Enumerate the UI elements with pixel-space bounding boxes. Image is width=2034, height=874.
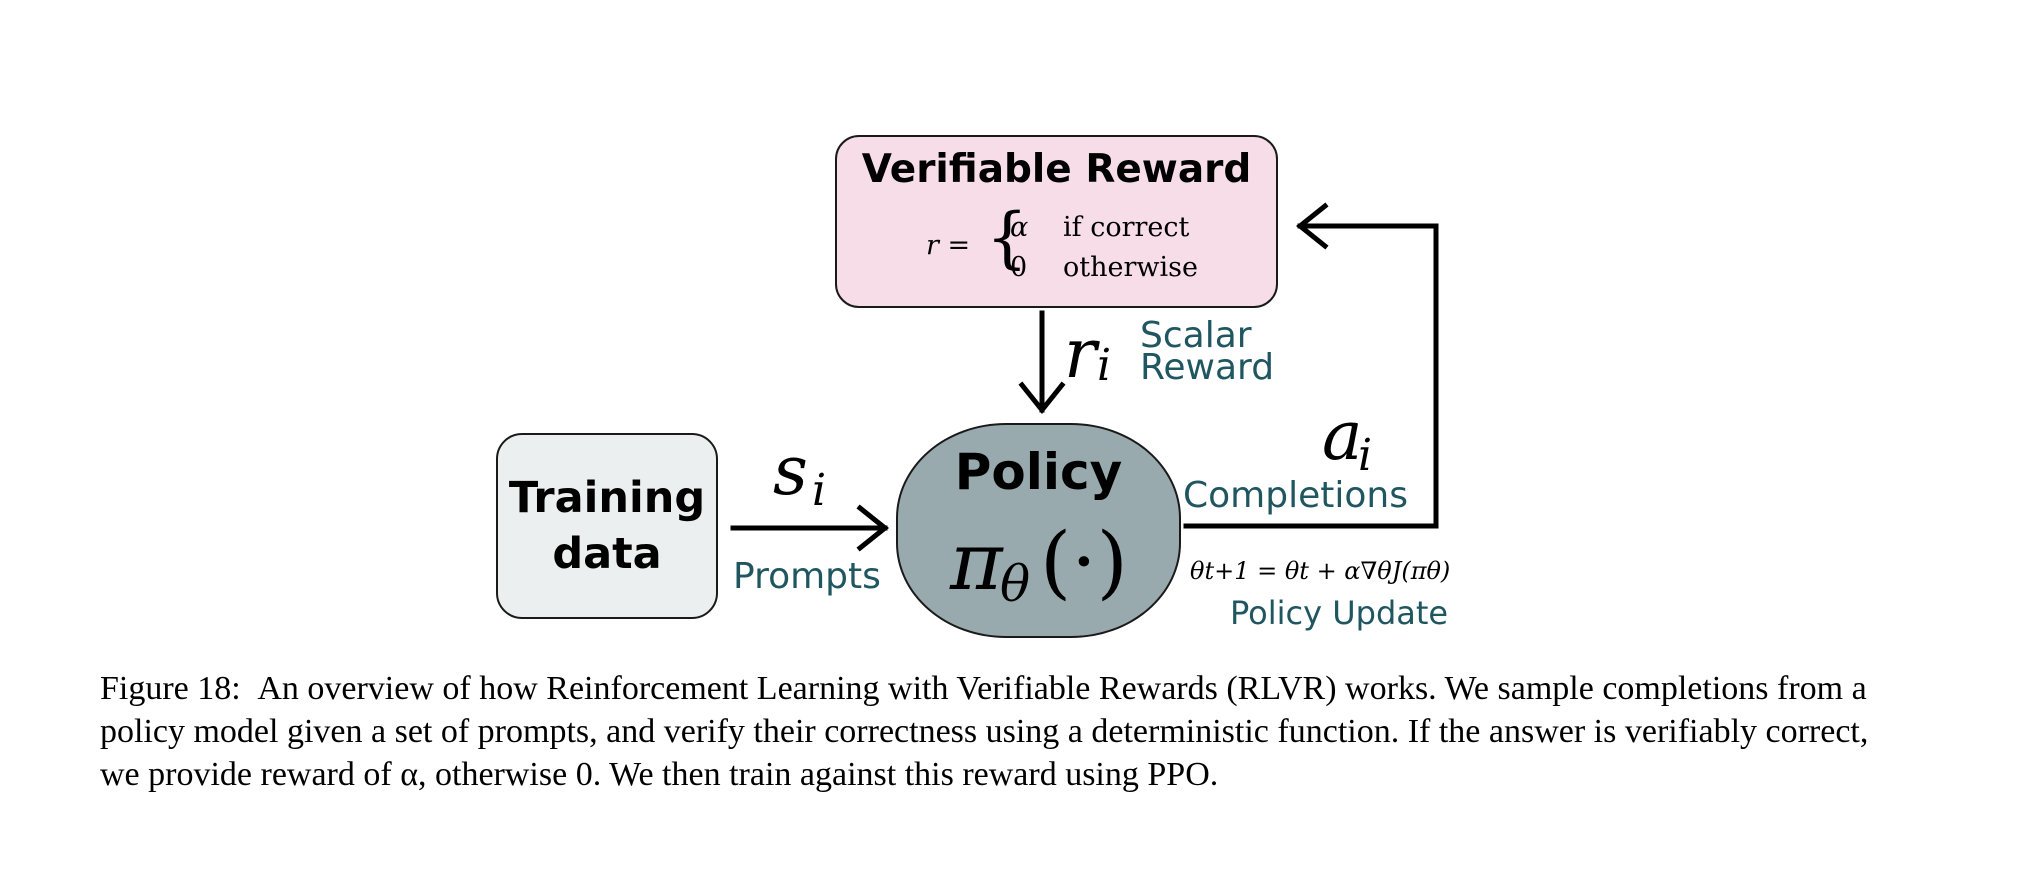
reward-subscript: i xyxy=(1097,340,1112,391)
reward-case-correct-condition: if correct xyxy=(1063,212,1190,243)
policy-argument: (·) xyxy=(1040,515,1128,608)
scalar-reward-label: Scalar Reward xyxy=(1140,315,1275,388)
figure-caption-text: An overview of how Reinforcement Learnin… xyxy=(100,670,1869,793)
prompt-subscript: i xyxy=(812,465,827,516)
training-data-box xyxy=(496,433,718,619)
prompt-arrow xyxy=(730,504,890,552)
policy-symbol: π xyxy=(950,515,1003,608)
reward-formula-brace: { xyxy=(986,199,1028,276)
completion-symbol: a xyxy=(1322,397,1363,476)
verifiable-reward-box xyxy=(835,135,1278,308)
policy-update-equation: θt+1 = θt + α∇θJ(πθ) xyxy=(1190,557,1451,585)
completions-label: Completions xyxy=(1183,475,1408,516)
completion-subscript: i xyxy=(1358,430,1373,481)
reward-arrow xyxy=(1018,310,1066,415)
reward-case-otherwise-value: 0 xyxy=(1010,252,1028,283)
figure-caption: Figure 18: An overview of how Reinforcem… xyxy=(100,667,1880,796)
training-data-label: Training data xyxy=(508,473,706,579)
reward-symbol: r xyxy=(1064,315,1097,394)
policy-subscript: θ xyxy=(1000,555,1031,613)
figure-number: Figure 18: xyxy=(100,670,241,707)
reward-formula-lhs: r = xyxy=(926,230,971,261)
reward-case-otherwise-condition: otherwise xyxy=(1063,252,1198,283)
prompts-label: Prompts xyxy=(733,556,881,597)
policy-title: Policy xyxy=(954,443,1123,501)
prompt-symbol: s xyxy=(773,432,808,511)
verifiable-reward-title: Verifiable Reward xyxy=(861,147,1252,192)
completion-loop-arrow xyxy=(1183,202,1439,529)
reward-case-correct-value: α xyxy=(1010,212,1029,243)
policy-box xyxy=(896,423,1181,638)
policy-update-label: Policy Update xyxy=(1230,594,1449,632)
